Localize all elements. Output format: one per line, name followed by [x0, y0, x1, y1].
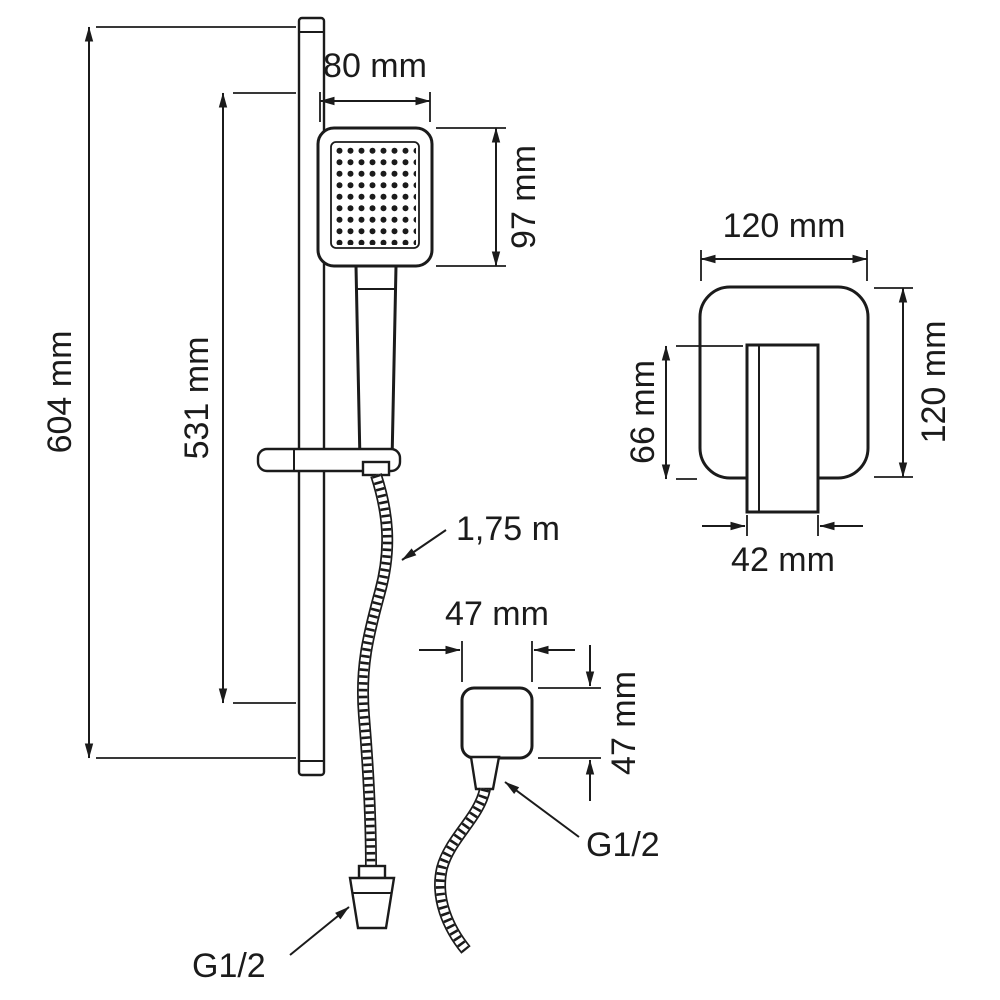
- dim-head-width-label: 80 mm: [323, 47, 427, 85]
- dim-handle-length-label: 66 mm: [624, 360, 662, 464]
- shower-hose: [356, 473, 394, 869]
- spray-nozzles: [334, 145, 416, 245]
- hose-thread-label: G1/2: [192, 947, 266, 985]
- hose-nut: [361, 460, 391, 477]
- dim-head-width: 80 mm: [319, 47, 431, 122]
- dim-handle-width-label: 42 mm: [731, 541, 835, 579]
- hand-shower-head: [316, 126, 434, 268]
- hose-length-label: 1,75 m: [456, 510, 560, 548]
- dim-rail-height: 604 mm: [41, 26, 296, 759]
- dim-mixer-height: 120 mm: [874, 287, 953, 478]
- dim-outlet-width-label: 47 mm: [445, 595, 549, 633]
- dim-head-height-label: 97 mm: [505, 145, 543, 249]
- dim-handle-length: 66 mm: [624, 345, 743, 480]
- dim-mixer-width-label: 120 mm: [723, 207, 846, 245]
- dim-mixer-height-label: 120 mm: [915, 321, 953, 444]
- dim-head-height: 97 mm: [436, 127, 543, 267]
- dim-handle-width: 42 mm: [702, 515, 863, 579]
- callout-outlet-thread: G1/2: [504, 781, 660, 864]
- outlet-thread-label: G1/2: [586, 826, 660, 864]
- slide-rail: [297, 16, 326, 777]
- shower-handle: [354, 264, 398, 464]
- dim-outlet-height: 47 mm: [538, 645, 643, 801]
- mixer-handle: [745, 343, 820, 514]
- callout-hose-length: 1,75 m: [401, 510, 560, 561]
- outlet-hose: [434, 787, 491, 954]
- dim-outlet-width: 47 mm: [419, 595, 575, 682]
- dim-mixer-width: 120 mm: [700, 207, 868, 281]
- dim-outlet-height-label: 47 mm: [605, 671, 643, 775]
- dim-bar-travel-label: 531 mm: [178, 337, 216, 460]
- wall-outlet: [460, 686, 534, 791]
- dim-bar-travel: 531 mm: [178, 92, 296, 704]
- hose-fitting: [348, 864, 396, 930]
- dim-rail-height-label: 604 mm: [41, 331, 79, 454]
- callout-hose-thread: G1/2: [192, 906, 350, 985]
